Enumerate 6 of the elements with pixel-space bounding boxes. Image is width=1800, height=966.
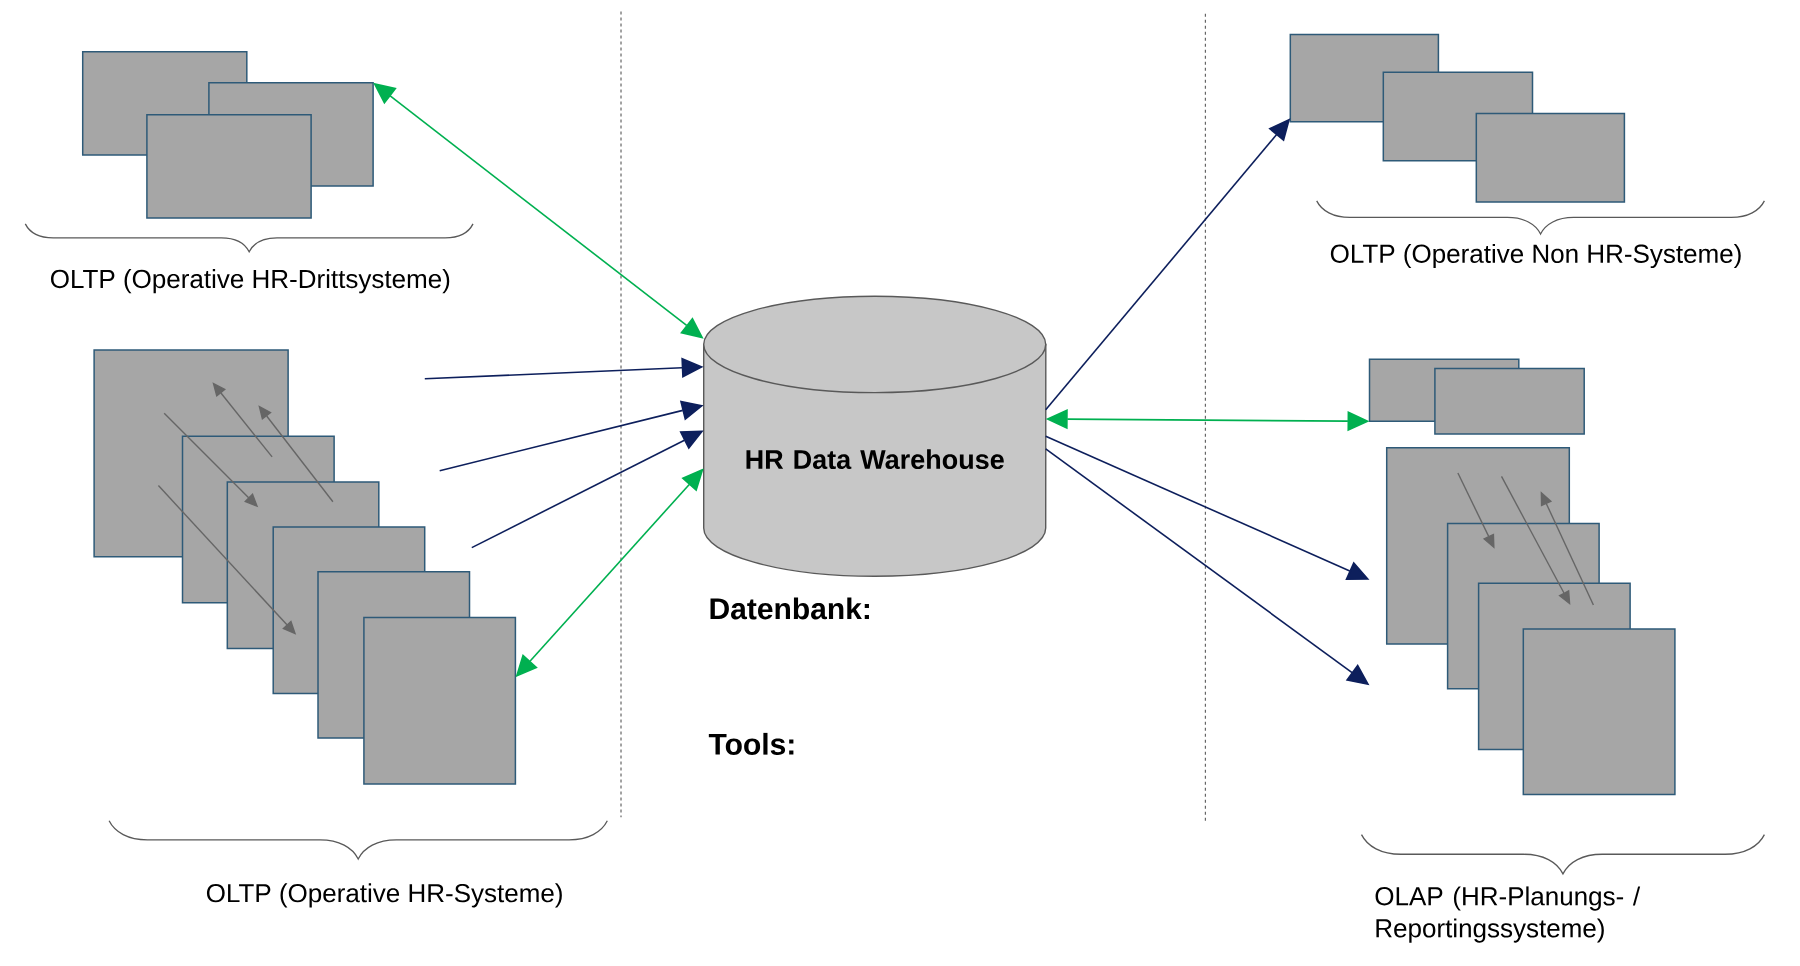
group-label: OLAP (HR-Planungs- / Reportingssysteme) (1375, 886, 1641, 943)
section-heading: Tools: (708, 732, 794, 755)
group-label: OLTP (Operative HR-Systeme) (206, 883, 562, 908)
group-label: OLTP (Operative HR-Drittsysteme) (51, 269, 450, 294)
database-cylinder: HR Data Warehouse (703, 295, 1047, 577)
group-label: OLTP (Operative Non HR-Systeme) (1330, 243, 1741, 269)
